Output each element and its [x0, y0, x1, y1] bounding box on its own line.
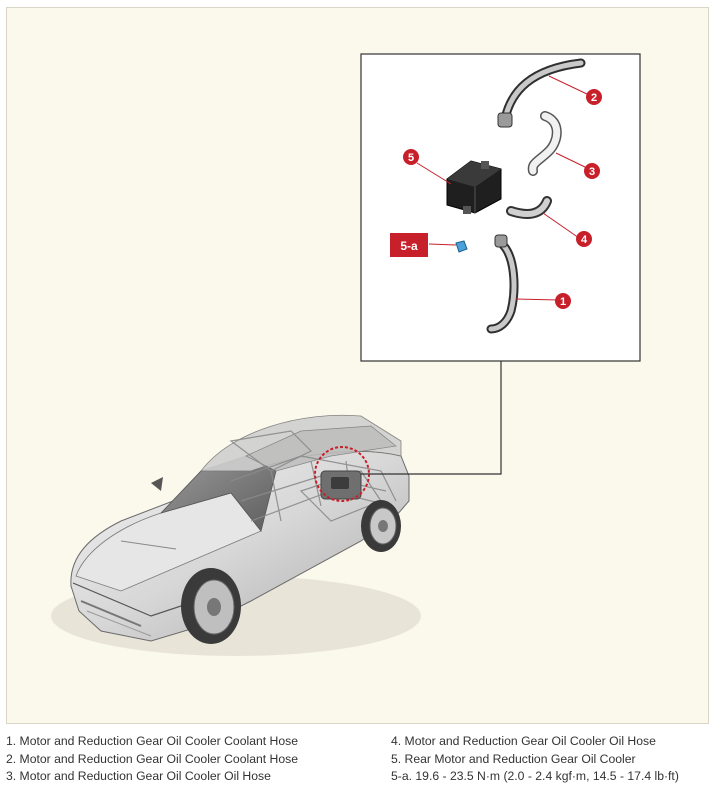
detail-inset: 2 3 4 5 1 5-a: [360, 53, 641, 362]
callout-leaders: [416, 75, 590, 301]
legend-item-3: 3. Motor and Reduction Gear Oil Cooler O…: [6, 769, 271, 783]
legend-column-left: 1. Motor and Reduction Gear Oil Cooler C…: [6, 733, 298, 786]
diagram-canvas: 2 3 4 5 1 5-a: [51, 53, 641, 656]
diagram-figure: 2 3 4 5 1 5-a: [6, 7, 709, 724]
callout-5a: 5-a: [390, 233, 428, 257]
svg-text:5: 5: [408, 152, 414, 164]
legend-item-4: 4. Motor and Reduction Gear Oil Cooler O…: [391, 734, 656, 748]
svg-text:1: 1: [560, 296, 566, 308]
svg-text:3: 3: [589, 166, 595, 178]
legend-item-2: 2. Motor and Reduction Gear Oil Cooler C…: [6, 751, 298, 766]
part-coolant-hose-2: [497, 58, 586, 128]
callout-4: 4: [576, 231, 592, 247]
vehicle-illustration: [51, 414, 421, 656]
part-coolant-hose-1: [486, 234, 519, 334]
bolt-5a: [455, 240, 468, 253]
callout-2: 2: [586, 89, 602, 105]
svg-text:2: 2: [591, 92, 597, 104]
part-oil-hose-4: [506, 196, 552, 219]
parts-legend: 1. Motor and Reduction Gear Oil Cooler C…: [6, 733, 710, 803]
legend-item-5: 5. Rear Motor and Reduction Gear Oil Coo…: [391, 751, 636, 766]
callout-5: 5: [403, 149, 419, 165]
legend-item-5a: 5-a. 19.6 - 23.5 N·m (2.0 - 2.4 kgf·m, 1…: [391, 769, 679, 783]
svg-text:4: 4: [581, 234, 588, 246]
legend-column-right: 4. Motor and Reduction Gear Oil Cooler O…: [391, 733, 679, 786]
callout-3: 3: [584, 163, 600, 179]
part-oil-hose-3: [527, 111, 562, 176]
callout-1: 1: [555, 293, 571, 309]
detail-leader-line: [361, 361, 502, 475]
legend-item-1: 1. Motor and Reduction Gear Oil Cooler C…: [6, 734, 298, 748]
svg-text:5-a: 5-a: [400, 239, 418, 253]
part-oil-cooler-5: [446, 160, 502, 214]
